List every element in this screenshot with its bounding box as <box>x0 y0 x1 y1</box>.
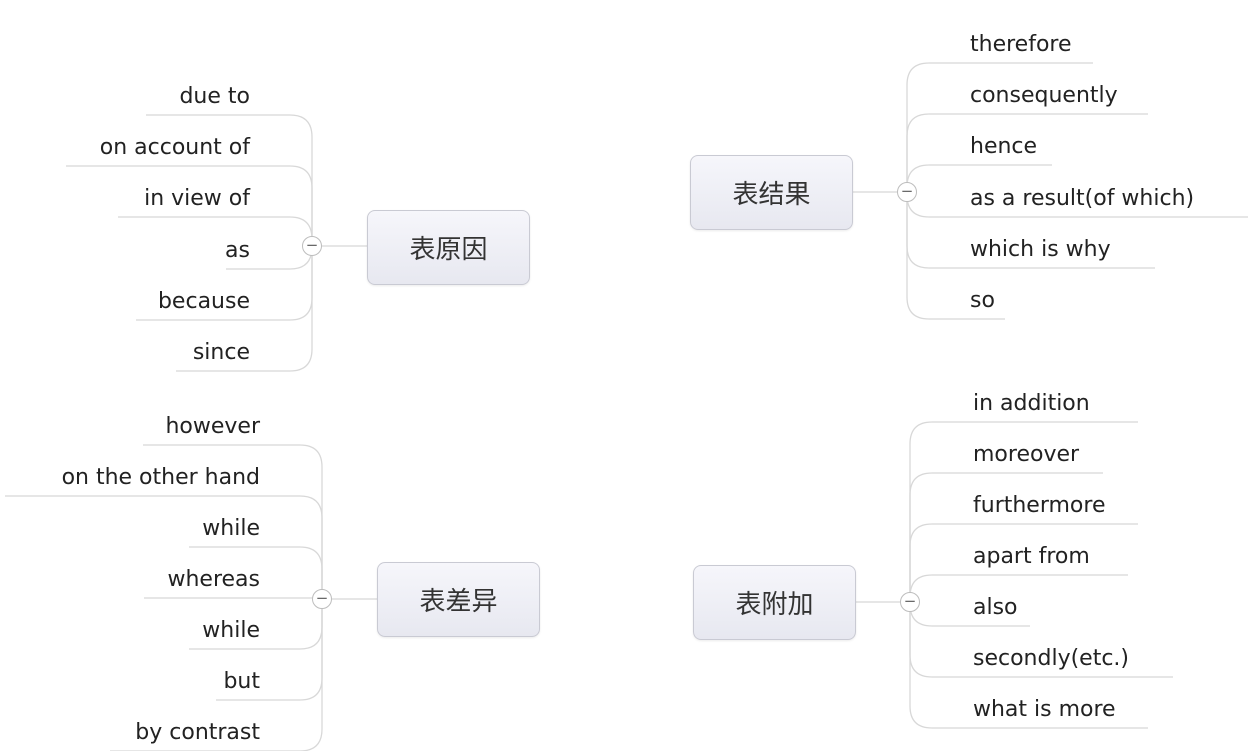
topic-contrast-node[interactable]: 表差异 <box>377 562 540 637</box>
branch-connector-addition-1 <box>909 421 1138 592</box>
branch-connector-addition-3 <box>909 523 1138 592</box>
branch-item-contrast-4[interactable]: whereas <box>167 567 260 592</box>
branch-connector-cause-6 <box>176 256 313 372</box>
topic-addition-node[interactable]: 表附加 <box>693 565 856 640</box>
branch-connector-cause-2 <box>66 165 313 236</box>
branch-item-result-6[interactable]: so <box>970 288 995 313</box>
branch-item-cause-2[interactable]: on account of <box>99 135 250 160</box>
branch-item-cause-3[interactable]: in view of <box>144 186 250 211</box>
branch-connector-contrast-3 <box>189 546 323 589</box>
topic-result-collapse-toggle[interactable]: − <box>897 182 917 202</box>
topic-cause-node[interactable]: 表原因 <box>367 210 530 285</box>
branch-item-addition-5[interactable]: also <box>973 595 1018 620</box>
branch-item-addition-3[interactable]: furthermore <box>973 493 1106 518</box>
topic-result-node[interactable]: 表结果 <box>690 155 853 230</box>
topic-addition-collapse-toggle[interactable]: − <box>900 592 920 612</box>
topic-contrast-collapse-toggle[interactable]: − <box>312 589 332 609</box>
branch-item-contrast-7[interactable]: by contrast <box>135 720 260 745</box>
branch-connector-contrast-2 <box>5 495 323 589</box>
branch-item-addition-7[interactable]: what is more <box>973 697 1116 722</box>
branch-connector-cause-1 <box>146 114 313 236</box>
branch-item-addition-2[interactable]: moreover <box>973 442 1080 467</box>
branch-connector-addition-7 <box>909 612 1148 729</box>
branch-item-result-4[interactable]: as a result(of which) <box>970 186 1195 211</box>
branch-item-contrast-6[interactable]: but <box>223 669 260 694</box>
branch-connector-contrast-1 <box>143 444 323 589</box>
branch-item-contrast-1[interactable]: however <box>165 414 260 439</box>
branch-item-contrast-3[interactable]: while <box>202 516 260 541</box>
branch-connector-addition-4 <box>909 574 1128 598</box>
branch-connector-result-6 <box>906 202 1005 320</box>
branch-item-contrast-5[interactable]: while <box>202 618 260 643</box>
branch-item-result-3[interactable]: hence <box>970 134 1038 159</box>
branch-item-result-2[interactable]: consequently <box>970 83 1118 108</box>
branch-item-cause-6[interactable]: since <box>192 340 250 365</box>
branch-item-contrast-2[interactable]: on the other hand <box>61 465 260 490</box>
branch-item-result-1[interactable]: therefore <box>970 32 1072 57</box>
branch-connector-result-1 <box>906 62 1093 182</box>
branch-connector-result-2 <box>906 113 1148 182</box>
branch-connector-addition-2 <box>909 472 1103 592</box>
branch-item-cause-1[interactable]: due to <box>179 84 250 109</box>
branch-item-cause-5[interactable]: because <box>157 289 250 314</box>
branch-item-addition-4[interactable]: apart from <box>973 544 1090 569</box>
topic-cause-collapse-toggle[interactable]: − <box>302 236 322 256</box>
branch-connector-cause-3 <box>118 216 313 240</box>
branch-item-cause-4[interactable]: as <box>225 238 250 263</box>
branch-item-addition-6[interactable]: secondly(etc.) <box>973 646 1130 671</box>
branch-item-result-5[interactable]: which is why <box>970 237 1111 262</box>
branch-item-addition-1[interactable]: in addition <box>973 391 1090 416</box>
